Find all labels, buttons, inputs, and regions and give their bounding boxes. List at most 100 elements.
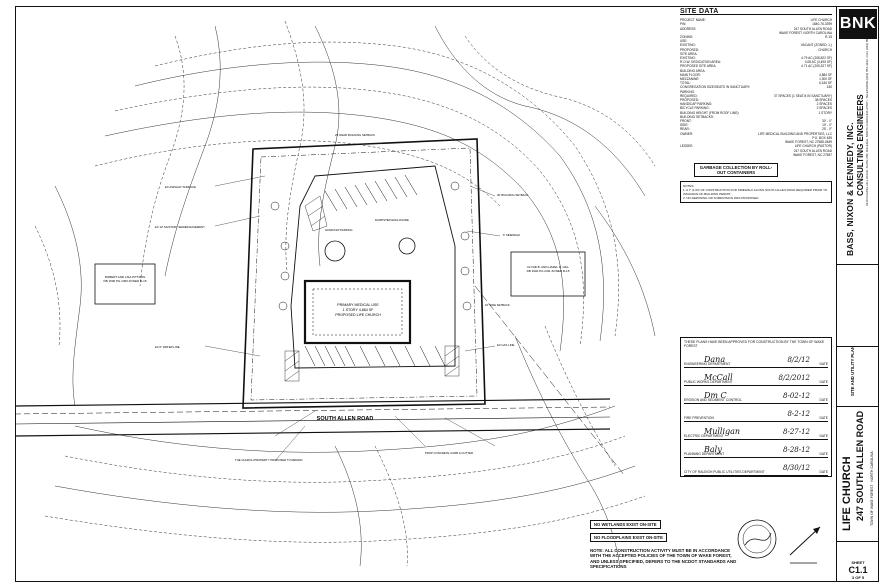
site-data-value: 1,300 SF	[819, 77, 832, 82]
site-data-key: USE:	[680, 39, 688, 44]
site-data-key: ZONING:	[680, 35, 694, 40]
neighbor-label-west: ROBERT AND LISA PITTMAN	[105, 275, 146, 279]
approval-date-label: DATE	[819, 470, 828, 475]
site-data-value: R-15	[825, 35, 832, 40]
site-data-row: PROPOSED SITE AREA: 4.71 AC (205,327 SF)	[680, 64, 832, 68]
site-data-value: 6,184 SF	[819, 81, 832, 86]
svg-text:DUMPSTER ENCLOSURE: DUMPSTER ENCLOSURE	[375, 218, 409, 222]
site-data-row: EXISTING: VACANT (ZONED: 1.)	[680, 43, 832, 47]
site-data-value: 4.79 AC (208,822 SF)	[801, 56, 832, 61]
site-note-line: NOTES:	[683, 183, 695, 188]
site-data-value: 37 SPACES (1 SEAT/4 IN SANCTUARY)	[773, 93, 832, 98]
north-arrow-icon	[789, 526, 821, 564]
svg-text:10' SIDE SETBACK: 10' SIDE SETBACK	[485, 303, 510, 307]
site-notes: NOTES:1. A 7' (1.0% OF CONSTRUCTION FOR …	[680, 180, 832, 203]
approval-signature: McCall	[704, 373, 733, 383]
site-data-key: PARKING:	[680, 89, 695, 94]
site-data-value: P.O. BOX 489	[812, 135, 832, 140]
svg-text:PROP CONCRETE CURB & GUTTER: PROP CONCRETE CURB & GUTTER	[425, 451, 473, 455]
site-data-row: CONGREGATION SIZE/SEATS IN SANCTUARY:150	[680, 85, 832, 89]
site-data-value: WAKE FOREST, NC 27588-0489	[784, 140, 832, 145]
south-allen-road	[15, 398, 611, 437]
site-data-value: 150	[826, 85, 832, 90]
svg-text:PROPOSED LIFE CHURCH: PROPOSED LIFE CHURCH	[335, 313, 381, 317]
site-data-key: BICYCLE PARKING:	[680, 106, 710, 111]
site-data-value: WAKE FOREST, NORTH CAROLINA	[779, 30, 832, 35]
site-data-row: TOTAL: 6,184 SF	[680, 81, 832, 85]
svg-text:30' BUILDING SETBACK: 30' BUILDING SETBACK	[497, 193, 529, 197]
site-data-key: LESSEE:	[680, 144, 694, 149]
site-data-row: P.O. BOX 489	[680, 136, 832, 140]
site-data-value: LIFE MEDICAL BUILDING AND PROPERTIES, LL…	[757, 131, 832, 136]
site-data-key: SIDE:	[680, 123, 689, 128]
approval-signature: Dm C	[704, 391, 727, 401]
approval-date-label: DATE	[819, 362, 828, 367]
site-data-key: HANDICAP PARKING:	[680, 102, 713, 107]
site-data-row: BUILDING SETBACKS:	[680, 115, 832, 119]
svg-text:HANDICAP PARKING: HANDICAP PARKING	[325, 228, 353, 232]
site-data-row: 247 SOUTH ALLEN ROAD	[680, 149, 832, 153]
road-label: SOUTH ALLEN ROAD	[317, 416, 374, 422]
title-block: BNK BASS, NIXON & KENNEDY, INC. CONSULTI…	[836, 6, 879, 582]
site-data-row: ZONING: R-15	[680, 35, 832, 39]
site-data-row: OWNER:LIFE MEDICAL BUILDING AND PROPERTI…	[680, 132, 832, 136]
site-data-key: ADDRESS:	[680, 26, 697, 31]
approval-department: PUBLIC WORKS DEPARTMENT	[684, 380, 733, 385]
site-data-row: PARKING:	[680, 90, 832, 94]
site-data-row: R.O.W. DEDICATION AREA:0.08 AC (3,495 SF…	[680, 60, 832, 64]
site-data-key: EXISTING:	[680, 43, 696, 48]
sheet-number-block: SHEET C1.1 3 OF 5	[839, 560, 877, 580]
approval-signature: Baly	[704, 445, 722, 455]
site-data-key: PROPOSED SITE AREA:	[680, 64, 717, 69]
site-data-value: 4.71 AC (205,327 SF)	[801, 64, 832, 69]
engineer-seal	[737, 519, 821, 564]
approval-date-value: 8/2/12	[787, 356, 810, 365]
callout-leaders	[204, 175, 501, 462]
firm-address: 6310 CHAPEL HILL ROAD, SUITE 250, RALEIG…	[865, 29, 869, 206]
site-data-value: 2 SPACES	[816, 106, 832, 111]
setback-line	[250, 147, 478, 401]
svg-text:EX 10' SANITARY SEWER EASEMENT: EX 10' SANITARY SEWER EASEMENT	[155, 225, 205, 229]
site-data-value: CHURCH	[818, 47, 832, 52]
site-data-key: PROPOSED:	[680, 47, 699, 52]
parking-stalls	[304, 174, 446, 367]
neighbor-house-east	[510, 251, 586, 297]
svg-text:6' SIDEWALK: 6' SIDEWALK	[503, 233, 520, 237]
site-data-key: TOTAL:	[680, 81, 691, 86]
svg-text:1 STORY 4,884 SF: 1 STORY 4,884 SF	[343, 308, 375, 312]
site-data-row: LESSEE:LIFE CHURCH (PASTOR)	[680, 144, 832, 148]
svg-text:DB 1500 PG 1360 ZONED R-15: DB 1500 PG 1360 ZONED R-15	[103, 279, 146, 283]
site-data-row: EXISTING: 4.79 AC (208,822 SF)	[680, 56, 832, 60]
site-data-value: 247 SOUTH ALLEN ROAD	[793, 26, 832, 31]
site-data-row: SITE AREA:	[680, 52, 832, 56]
firm-subtitle: CONSULTING ENGINEERS	[856, 94, 865, 196]
sewer-line	[474, 285, 626, 477]
property-boundary	[242, 138, 486, 409]
tree-symbol	[324, 240, 346, 262]
site-data-value: 38 SPACES	[814, 98, 832, 103]
site-data-value: LIFE CHURCH	[810, 18, 832, 23]
svg-text:EX 6" WATER LINE: EX 6" WATER LINE	[155, 345, 180, 349]
site-data-row: PROJECT NAME: LIFE CHURCH	[680, 18, 832, 22]
site-data-row: MEZZANINE:1,300 SF	[680, 77, 832, 81]
building-label: PRIMARY MEDICAL USE	[337, 303, 379, 307]
site-data-value: VACANT (ZONED: 1.)	[800, 43, 832, 48]
site-data-value: WAKE FOREST, NC 27587	[793, 152, 832, 157]
site-data-row: WAKE FOREST, NC 27587	[680, 153, 832, 157]
site-data-key: EXISTING:	[680, 56, 696, 61]
approval-department: CITY OF RALEIGH PUBLIC UTILITIES DEPARTM…	[684, 470, 765, 475]
site-data-key: PROJECT NAME:	[680, 18, 706, 23]
approval-date-value: 8-27-12	[783, 428, 810, 437]
garbage-collection-note: GARBAGE COLLECTION BY ROLL-OUT CONTAINER…	[694, 162, 778, 177]
site-data-key: MAIN FLOOR:	[680, 72, 701, 77]
construction-note: NOTE: ALL CONSTRUCTION ACTIVITY MUST BE …	[590, 548, 737, 570]
floodplains-note: NO FLOODPLAINS EXIST ON-SITE	[590, 533, 667, 542]
site-data-key: BUILDING AREA:	[680, 68, 706, 73]
